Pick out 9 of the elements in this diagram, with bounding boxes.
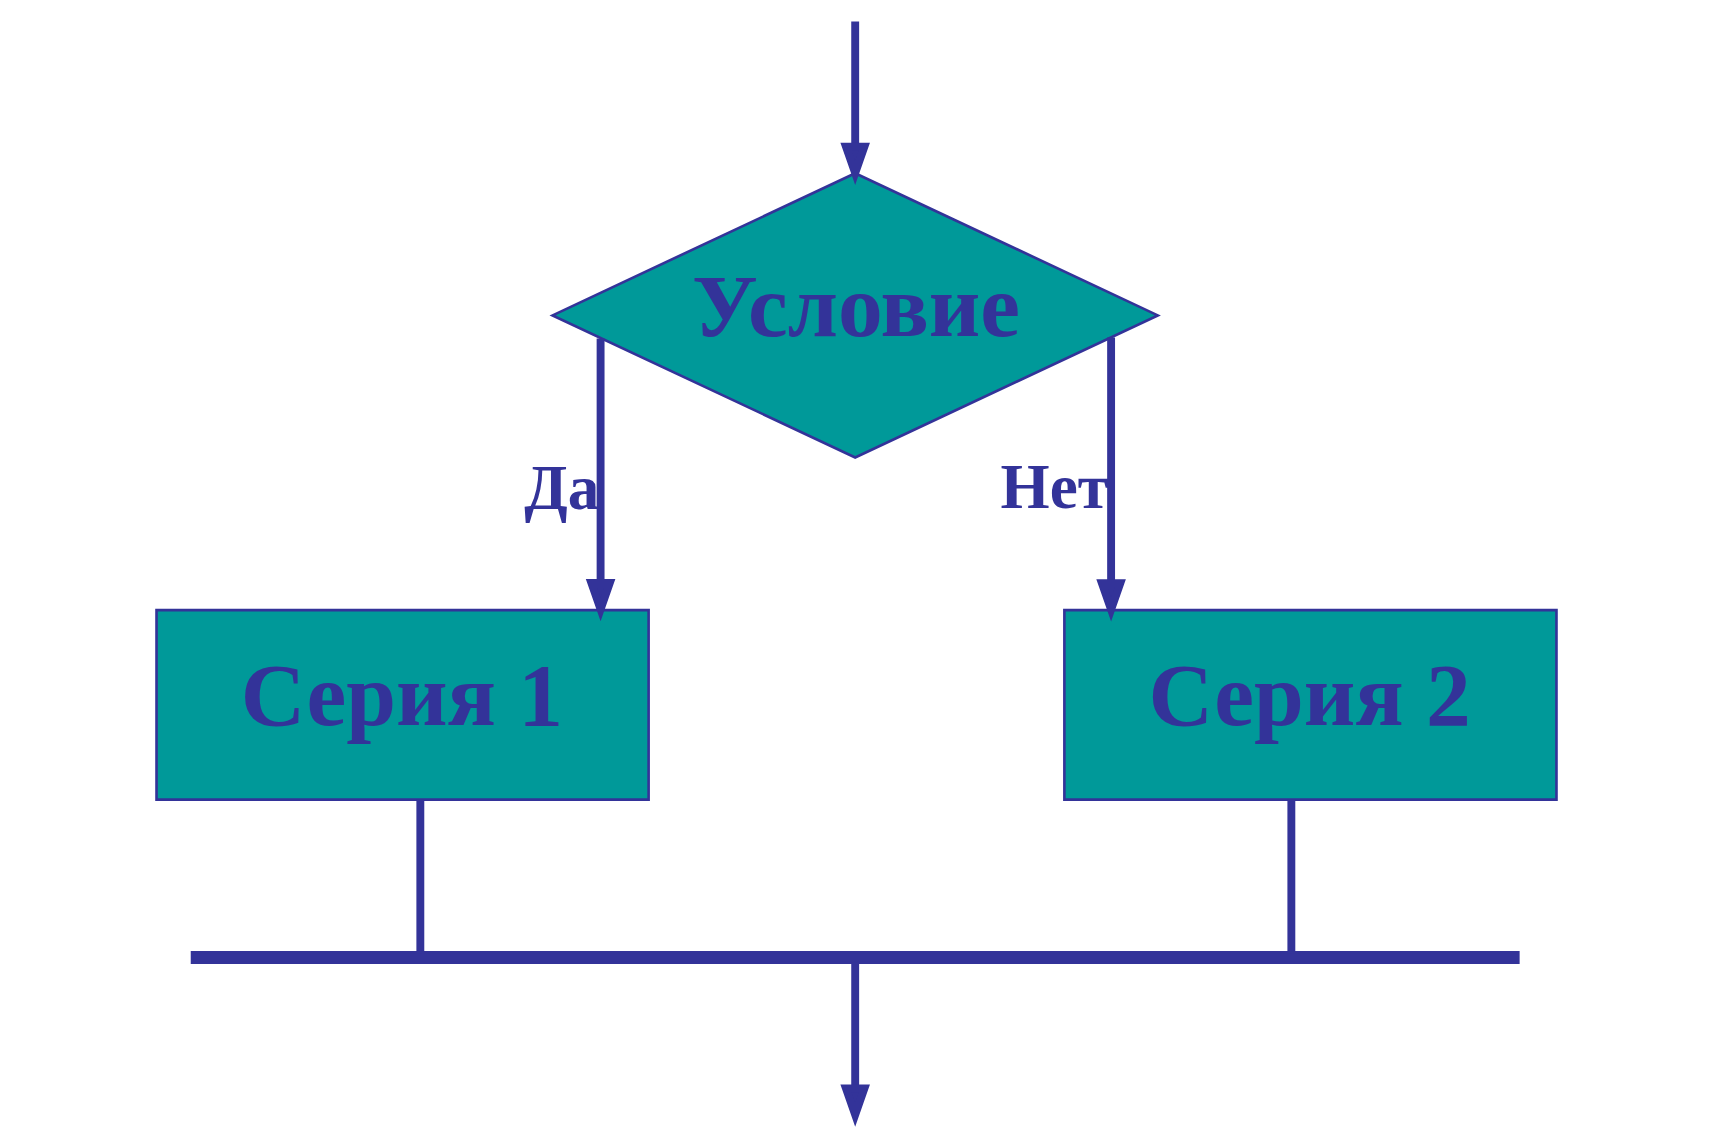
arrow bbox=[839, 962, 870, 1127]
arrow bbox=[1095, 337, 1126, 622]
node-box: Серия 2 bbox=[1062, 608, 1558, 801]
node-diamond: Условие bbox=[548, 171, 1161, 459]
connector bbox=[1286, 799, 1295, 952]
connector bbox=[415, 799, 424, 952]
node-box: Серия 1 bbox=[154, 608, 650, 801]
arrow bbox=[585, 338, 615, 622]
node-bar bbox=[190, 950, 1520, 965]
